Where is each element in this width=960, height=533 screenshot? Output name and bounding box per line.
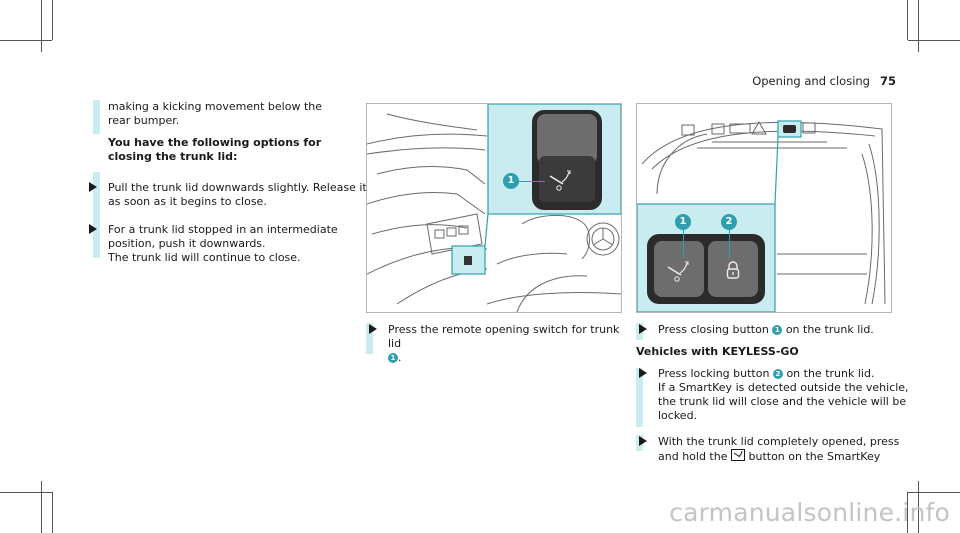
step-arrow-icon bbox=[639, 436, 647, 446]
highlight-bar bbox=[366, 323, 373, 354]
step-text: Press closing button bbox=[658, 323, 769, 336]
step-text: Press the remote opening switch for trun… bbox=[388, 323, 620, 350]
step-text: With the trunk lid completely opened, pr… bbox=[658, 435, 900, 463]
step-arrow-icon bbox=[89, 182, 97, 192]
trunk-close-icon bbox=[549, 170, 571, 191]
step-text: The trunk lid will continue to close. bbox=[108, 251, 301, 264]
column-3: Press closing button 1 on the trunk lid.… bbox=[636, 323, 909, 464]
page-number: 75 bbox=[879, 74, 896, 88]
highlight-bar bbox=[93, 100, 100, 134]
watermark: carmanualsonline.info bbox=[669, 498, 950, 527]
ref-badge: 1 bbox=[772, 325, 783, 335]
column-1: making a kicking movement below the rear… bbox=[89, 100, 367, 265]
step-item: With the trunk lid completely opened, pr… bbox=[636, 435, 903, 464]
step-item: For a trunk lid stopped in an intermedia… bbox=[86, 223, 363, 265]
callout-1: 1 bbox=[503, 173, 519, 189]
section-heading: You have the following options for closi… bbox=[108, 136, 322, 163]
callout-line bbox=[519, 181, 545, 182]
step-item: Press the remote opening switch for trun… bbox=[366, 323, 626, 365]
step-text: Press locking button bbox=[658, 367, 770, 380]
callout-line bbox=[729, 230, 730, 258]
step-text: button on the SmartKey bbox=[748, 450, 881, 463]
step-arrow-icon bbox=[89, 224, 97, 234]
step-end: . bbox=[398, 351, 402, 364]
step-text: on the trunk lid. bbox=[785, 323, 874, 336]
callout-2: 2 bbox=[721, 214, 737, 230]
door-interior-illustration bbox=[367, 104, 621, 312]
step-arrow-icon bbox=[369, 324, 377, 334]
step-text: For a trunk lid stopped in an intermedia… bbox=[108, 223, 338, 250]
page-header: Opening and closing 75 bbox=[752, 74, 896, 88]
section-title: Opening and closing bbox=[752, 74, 870, 88]
callout-line bbox=[683, 230, 684, 258]
step-text: on the trunk lid. bbox=[786, 367, 875, 380]
ref-badge: 2 bbox=[772, 369, 783, 379]
step-item: Press locking button 2 on the trunk lid.… bbox=[636, 367, 913, 423]
trunk-close-icon bbox=[667, 261, 689, 282]
figure-door-switch: 1 bbox=[366, 103, 622, 313]
continuation-text: making a kicking movement below the rear… bbox=[108, 100, 322, 127]
callout-1: 1 bbox=[675, 214, 691, 230]
step-arrow-icon bbox=[639, 368, 647, 378]
highlight-bar bbox=[93, 172, 100, 258]
column-2-step: Press the remote opening switch for trun… bbox=[366, 323, 626, 365]
highlight-bar bbox=[636, 368, 643, 427]
section-heading: Vehicles with KEYLESS-GO bbox=[636, 345, 799, 358]
trunk-key-icon bbox=[730, 449, 745, 461]
step-item: Pull the trunk lid downwards slightly. R… bbox=[86, 181, 373, 209]
lock-icon bbox=[726, 261, 740, 279]
step-text: Pull the trunk lid downwards slightly. R… bbox=[108, 181, 367, 208]
step-text: If a SmartKey is detected outside the ve… bbox=[658, 381, 909, 422]
trunk-lid-illustration bbox=[637, 120, 886, 312]
ref-badge: 1 bbox=[388, 353, 398, 363]
step-item: Press closing button 1 on the trunk lid. bbox=[636, 323, 906, 337]
step-arrow-icon bbox=[639, 324, 647, 334]
figure-trunk-buttons: 1 2 bbox=[636, 103, 892, 313]
